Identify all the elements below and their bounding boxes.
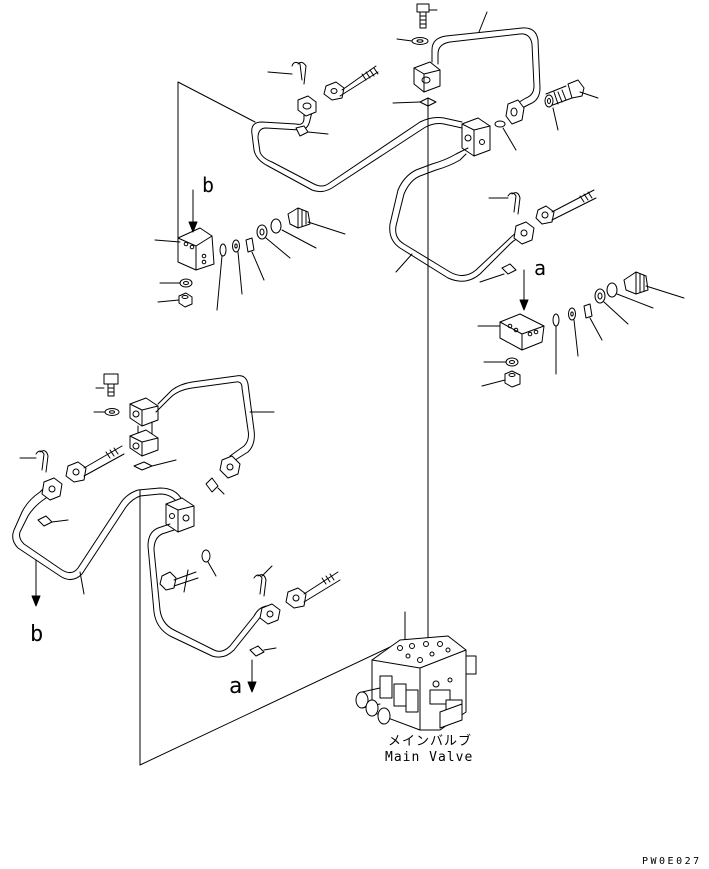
top-washer-icon — [396, 37, 429, 45]
middle-right-tube-icon — [389, 147, 535, 282]
lower-middle-clip-icon — [253, 565, 273, 597]
upper-bracket-washer-set-icon — [216, 207, 346, 311]
upper-right-washer-icon — [544, 94, 559, 131]
lower-left-tube-icon — [12, 477, 183, 595]
lower-middle-bolt-icon — [159, 549, 217, 591]
middle-right-wrench-tag-icon — [479, 263, 517, 283]
lower-diamond-o-ring-icon — [133, 459, 177, 471]
drawing-code: PW0E027 — [642, 856, 702, 867]
main-valve-label-en: Main Valve — [385, 750, 474, 765]
callout-b-lower-arrow — [31, 559, 41, 607]
main-valve-label-jp: メインバルブ — [388, 734, 473, 749]
lower-right-o-ring-icon — [205, 477, 225, 495]
upper-bracket-nut-icon — [157, 292, 193, 308]
top-split-flange-icon — [413, 61, 441, 93]
callout-a-lower-arrow — [247, 659, 257, 693]
lower-middle-long-bolt-icon — [285, 571, 341, 609]
upper-bracket-frame-line — [177, 81, 256, 241]
lower-split-flange-assembly-icon — [129, 397, 159, 457]
callout-b-lower-label: b — [30, 622, 44, 647]
lower-left-clip-icon — [19, 450, 49, 473]
upper-left-fitting-nut-icon — [297, 95, 317, 117]
middle-right-long-bolt-icon — [535, 189, 597, 225]
lower-frame-line — [139, 489, 406, 766]
upper-block-connector-icon — [461, 117, 491, 157]
lower-middle-wrench-tag-icon — [249, 645, 277, 657]
callout-b-upper-label: b — [202, 173, 215, 197]
lower-middle-fitting-nut-icon — [259, 603, 281, 625]
callout-a-upper-label: a — [534, 256, 547, 280]
lower-top-bolt-icon — [95, 373, 119, 397]
callout-a-upper-arrow — [519, 269, 529, 311]
top-bolt-icon — [416, 3, 438, 29]
lower-top-washer-icon — [93, 408, 120, 416]
main-valve-icon — [355, 635, 477, 731]
lower-middle-tube-icon — [147, 523, 271, 658]
right-bracket-washer-icon — [483, 357, 519, 367]
upper-left-bracket-icon — [154, 227, 215, 271]
upper-right-tube-icon — [431, 11, 541, 125]
upper-diamond-o-ring-icon — [392, 97, 437, 107]
upper-o-ring-icon — [494, 120, 517, 151]
right-bracket-icon — [477, 313, 545, 351]
upper-right-bolt-icon — [545, 79, 599, 107]
middle-right-clip-icon — [488, 192, 521, 215]
upper-left-clip-icon — [267, 61, 307, 85]
callout-b-upper-arrow — [188, 189, 198, 233]
right-bracket-washer-set-icon — [552, 271, 685, 375]
callout-a-lower-label: a — [229, 674, 243, 699]
lower-right-tube-icon — [155, 375, 275, 479]
upper-bracket-washer-icon — [159, 278, 193, 288]
lower-left-long-bolt-icon — [65, 445, 125, 483]
upper-left-long-bolt-icon — [323, 65, 379, 101]
right-bracket-nut-icon — [481, 370, 521, 388]
upper-left-tube-icon — [251, 109, 463, 193]
lower-block-connector-icon — [165, 497, 195, 533]
